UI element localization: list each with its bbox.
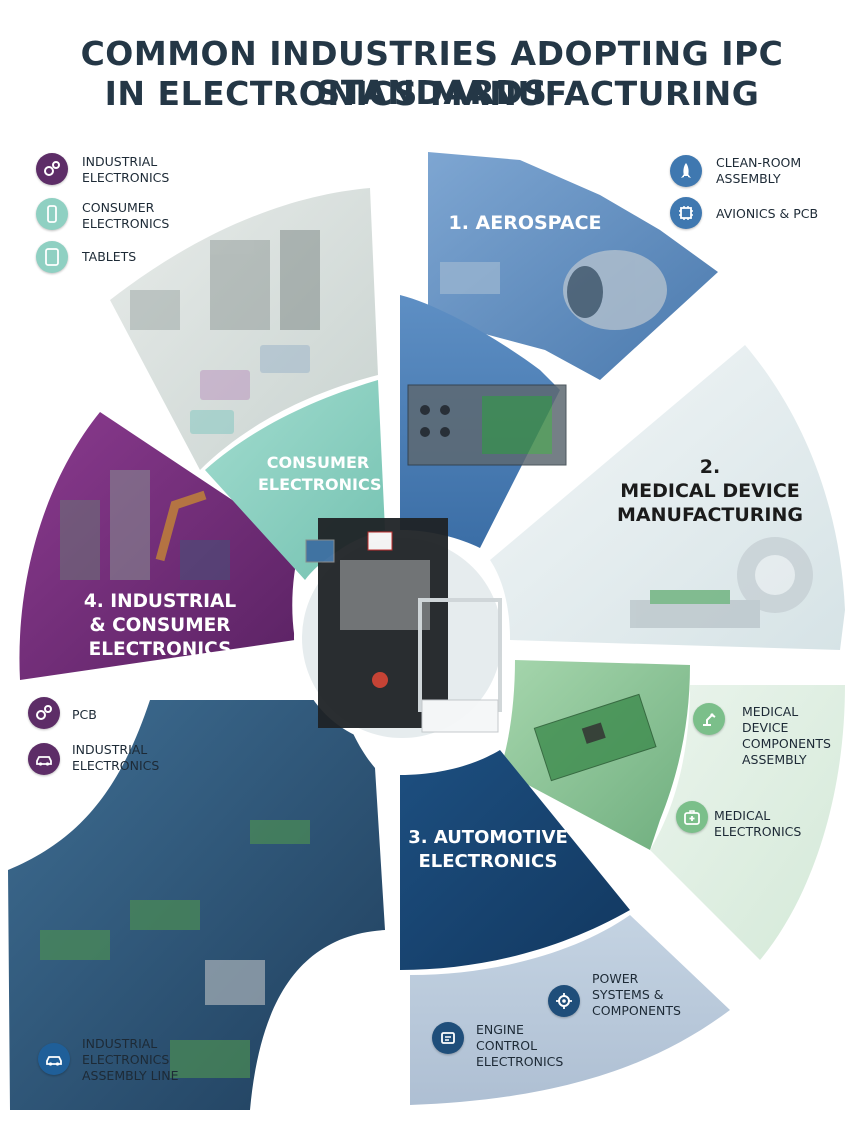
medical-pcb (533, 693, 657, 782)
callout-clean-room-assembly: CLEAN-ROOM ASSEMBLY (716, 155, 802, 186)
aerospace-capsule (440, 250, 667, 330)
callout-power-systems: POWER SYSTEMS & COMPONENTS (592, 971, 681, 1018)
medical-title: 2. MEDICAL DEVICE MANUFACTURING (600, 455, 820, 527)
title-line-2: IN ELECTRONICS MANUFACTURING (104, 74, 760, 113)
rocket-icon (670, 155, 702, 187)
robot-arm-icon (693, 703, 725, 735)
callout-industrial-electronics-2: INDUSTRIAL ELECTRONICS (72, 742, 160, 773)
callout-tablets: TABLETS (82, 249, 137, 264)
chip-icon (670, 197, 702, 229)
gear-chip-icon (548, 985, 580, 1017)
factory-machines (130, 230, 320, 434)
gears-icon (36, 153, 68, 185)
automotive-title: 3. AUTOMOTIVE ELECTRONICS (398, 826, 578, 874)
callout-engine-control-electronics: ENGINE CONTROL ELECTRONICS (476, 1022, 564, 1069)
medical-title-line-1: 2. (699, 456, 721, 478)
title-line-1: COMMON INDUSTRIES ADOPTING IPC STANDARDS (80, 34, 784, 112)
automotive-title-line-2: ELECTRONICS (418, 851, 558, 872)
ecu-icon (432, 1022, 464, 1054)
automotive-sector (400, 750, 630, 970)
avionics-rack (407, 384, 567, 466)
callout-industrial-electronics: INDUSTRIAL ELECTRONICS (82, 154, 170, 185)
gears-icon (28, 697, 60, 729)
industrial-title-line-2: & CONSUMER (89, 615, 231, 636)
aerospace-title: 1. AEROSPACE (440, 212, 610, 234)
medical-title-line-3: MANUFACTURING (617, 504, 803, 526)
callout-consumer-electronics: CONSUMER ELECTRONICS (82, 200, 170, 231)
car-icon (38, 1043, 70, 1075)
medical-title-line-2: MEDICAL DEVICE (620, 480, 800, 502)
callout-medical-electronics: MEDICAL ELECTRONICS (714, 808, 802, 839)
callout-pcb: PCB (72, 707, 97, 722)
smartphone-icon (36, 198, 68, 230)
industrial-title: 4. INDUSTRIAL & CONSUMER ELECTRONICS (60, 590, 260, 662)
medical-kit-icon (676, 801, 708, 833)
industrial-title-line-1: 4. INDUSTRIAL (83, 591, 237, 612)
consumer-title-line-1: CONSUMER (266, 453, 370, 472)
industrial-robot (60, 470, 230, 580)
assembly-pcbs (40, 820, 310, 1078)
industrial-title-line-3: ELECTRONICS (88, 639, 232, 660)
callout-medical-device-components-assembly: MEDICAL DEVICE COMPONENTS ASSEMBLY (742, 704, 831, 767)
callout-avionics-pcb: AVIONICS & PCB (716, 206, 819, 221)
car-icon (28, 743, 60, 775)
dispensing-machine (305, 518, 502, 733)
tablet-icon (36, 241, 68, 273)
consumer-title-line-2: ELECTRONICS (258, 475, 382, 494)
consumer-title: CONSUMER ELECTRONICS (258, 452, 382, 496)
medical-scanner (630, 537, 813, 628)
callout-assembly-line: INDUSTRIAL ELECTRONICS ASSEMBLY LINE (82, 1036, 179, 1083)
aerospace-sector (428, 152, 718, 380)
aerospace-title-text: 1. AEROSPACE (448, 212, 602, 234)
automotive-title-line-1: 3. AUTOMOTIVE (408, 827, 568, 848)
medical-light-sector (650, 685, 845, 960)
